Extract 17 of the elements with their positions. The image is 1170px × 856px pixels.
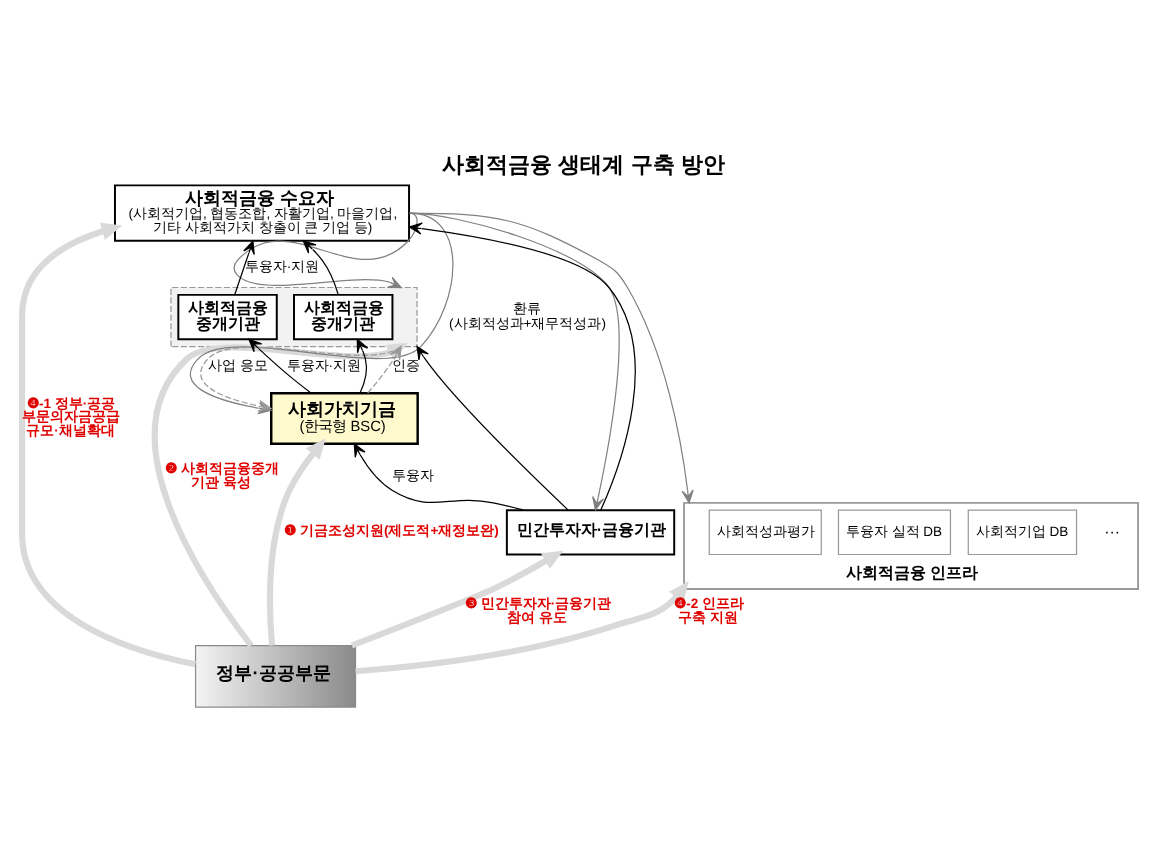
node-box: 정부·공공부문 <box>194 643 357 707</box>
arrow <box>353 442 525 510</box>
arrow <box>416 344 569 510</box>
arrow <box>152 341 408 647</box>
arrow <box>267 437 326 645</box>
arrow <box>19 221 196 667</box>
arrow <box>248 337 312 393</box>
arrow <box>409 211 694 503</box>
cluster <box>170 285 418 347</box>
arrow <box>367 344 402 393</box>
diagram-title: 사회적금융 생태계 구축 방안 <box>442 153 725 178</box>
arrow <box>302 239 339 295</box>
arrow <box>355 580 689 674</box>
arrow <box>356 337 369 393</box>
arrow <box>350 549 564 648</box>
arrow <box>233 211 418 288</box>
arrow <box>234 239 255 295</box>
